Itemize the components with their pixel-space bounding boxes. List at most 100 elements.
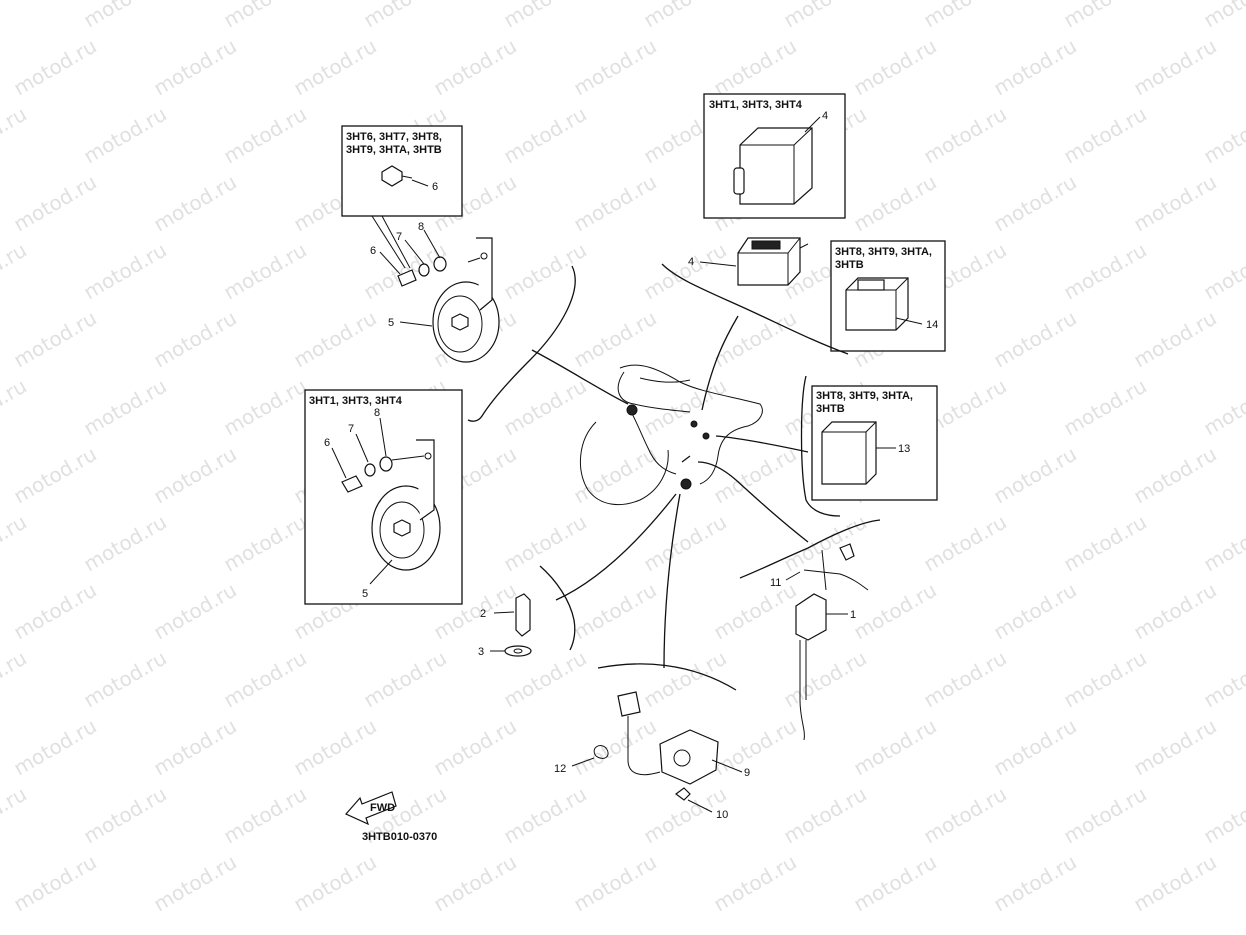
watermark-text: motod.ru — [499, 0, 590, 32]
watermark-text: motod.ru — [1199, 782, 1246, 849]
callout-6c: 6 — [324, 437, 330, 449]
callout-11: 11 — [770, 577, 781, 589]
watermark-text: motod.ru — [219, 510, 310, 577]
watermark-text: motod.ru — [569, 442, 660, 509]
watermark-text: motod.ru — [779, 0, 870, 32]
unit-13-variant-box: 3HT8, 3HT9, 3HTA, 3HTB 13 — [811, 385, 938, 501]
watermark-text: motod.ru — [639, 510, 730, 577]
callout-7a: 7 — [396, 231, 402, 243]
drawing-code: 3HTB010-0370 — [362, 831, 437, 843]
watermark-text: motod.ru — [849, 578, 940, 645]
watermark-text: motod.ru — [9, 170, 100, 237]
watermark-text: motod.ru — [289, 850, 380, 917]
watermark-text: motod.ru — [1129, 442, 1220, 509]
watermark-text: motod.ru — [429, 34, 520, 101]
watermark-text: motod.ru — [79, 102, 170, 169]
watermark-text: motod.ru — [709, 306, 800, 373]
watermark-text: motod.ru — [0, 510, 31, 577]
watermark-text: motod.ru — [989, 34, 1080, 101]
watermark-text: motod.ru — [289, 714, 380, 781]
watermark-text: motod.ru — [639, 646, 730, 713]
callout-9: 9 — [744, 767, 750, 779]
callout-5b: 5 — [362, 588, 368, 600]
horn-bolt-variant-box: 3HT6, 3HT7, 3HT8, 3HT9, 3HTA, 3HTB 6 — [341, 125, 463, 269]
watermark-text: motod.ru — [919, 782, 1010, 849]
watermark-text: motod.ru — [359, 646, 450, 713]
watermark-text: motod.ru — [499, 374, 590, 441]
unit13-box-label-line1: 3HT8, 3HT9, 3HTA, — [816, 390, 913, 402]
watermark-text: motod.ru — [219, 238, 310, 305]
watermark-text: motod.ru — [79, 510, 170, 577]
watermark-text: motod.ru — [1129, 714, 1220, 781]
watermark-text: motod.ru — [0, 0, 31, 32]
callout-4b: 4 — [688, 256, 694, 268]
horn-box-label: 3HT1, 3HT3, 3HT4 — [309, 395, 403, 407]
watermark-text: motod.ru — [149, 714, 240, 781]
relay-4-drawing — [733, 127, 813, 205]
watermark-text: motod.ru — [709, 578, 800, 645]
watermark-text: motod.ru — [9, 306, 100, 373]
watermark-text: motod.ru — [1199, 510, 1246, 577]
switch-9-assembly: 9 10 12 — [554, 691, 750, 821]
unit13-box-label-line2: 3HTB — [816, 403, 845, 415]
watermark-text: motod.ru — [289, 34, 380, 101]
watermark-text: motod.ru — [1059, 102, 1150, 169]
watermark-text: motod.ru — [919, 0, 1010, 32]
watermark-text: motod.ru — [219, 374, 310, 441]
watermark-text: motod.ru — [0, 646, 31, 713]
watermark-text: motod.ru — [0, 238, 31, 305]
watermark-text: motod.ru — [0, 782, 31, 849]
watermark-text: motod.ru — [219, 102, 310, 169]
watermark-text: motod.ru — [989, 714, 1080, 781]
watermark-text: motod.ru — [569, 578, 660, 645]
watermark-text: motod.ru — [1059, 0, 1150, 32]
watermark-text: motod.ru — [499, 782, 590, 849]
watermark-text: motod.ru — [79, 0, 170, 32]
callout-2: 2 — [480, 608, 486, 620]
watermark-text: motod.ru — [919, 646, 1010, 713]
watermark-text: motod.ru — [499, 102, 590, 169]
watermark-text: motod.ru — [429, 850, 520, 917]
watermark-text: motod.ru — [709, 34, 800, 101]
watermark-text: motod.ru — [9, 714, 100, 781]
callout-13: 13 — [898, 443, 910, 455]
watermark-text: motod.ru — [709, 850, 800, 917]
watermark-text: motod.ru — [989, 306, 1080, 373]
relay-4-part: 4 — [688, 237, 809, 286]
watermark-text: motod.ru — [79, 646, 170, 713]
watermark-text: motod.ru — [219, 0, 310, 32]
watermark-text: motod.ru — [79, 782, 170, 849]
motorcycle-frame-outline — [579, 364, 763, 506]
watermark-text: motod.ru — [1199, 374, 1246, 441]
callout-6a: 6 — [432, 181, 438, 193]
horn-bolt-box-label-line2: 3HT9, 3HTA, 3HTB — [346, 144, 442, 156]
watermark-text: motod.ru — [779, 782, 870, 849]
watermark-text: motod.ru — [1059, 646, 1150, 713]
callout-1: 1 — [850, 609, 856, 621]
horn-bolt-box-label-line1: 3HT6, 3HT7, 3HT8, — [346, 131, 442, 143]
watermark-text: motod.ru — [1059, 374, 1150, 441]
watermark-text: motod.ru — [9, 850, 100, 917]
watermark-text: motod.ru — [709, 714, 800, 781]
watermark-text: motod.ru — [849, 170, 940, 237]
watermark-text: motod.ru — [219, 646, 310, 713]
watermark-text: motod.ru — [499, 510, 590, 577]
horn-5-upper: 5 6 7 8 — [370, 221, 500, 363]
sensor-1-part: 1 11 — [770, 543, 869, 741]
assembly-leaders — [467, 263, 881, 691]
relay-box-label: 3HT1, 3HT3, 3HT4 — [709, 99, 803, 111]
watermark-text: motod.ru — [1129, 578, 1220, 645]
watermark-text: motod.ru — [9, 442, 100, 509]
watermark-text: motod.ru — [1199, 0, 1246, 32]
watermark-text: motod.ru — [1059, 782, 1150, 849]
watermark-text: motod.ru — [219, 782, 310, 849]
watermark-text: motod.ru — [709, 442, 800, 509]
watermark-text: motod.ru — [1199, 646, 1246, 713]
callout-3: 3 — [478, 646, 484, 658]
watermark-text: motod.ru — [989, 442, 1080, 509]
watermark-text: motod.ru — [9, 34, 100, 101]
watermark-text: motod.ru — [1059, 238, 1150, 305]
relay-variant-box: 3HT1, 3HT3, 3HT4 4 — [703, 93, 846, 219]
watermark-text: motod.ru — [149, 170, 240, 237]
watermark-text: motod.ru — [989, 170, 1080, 237]
